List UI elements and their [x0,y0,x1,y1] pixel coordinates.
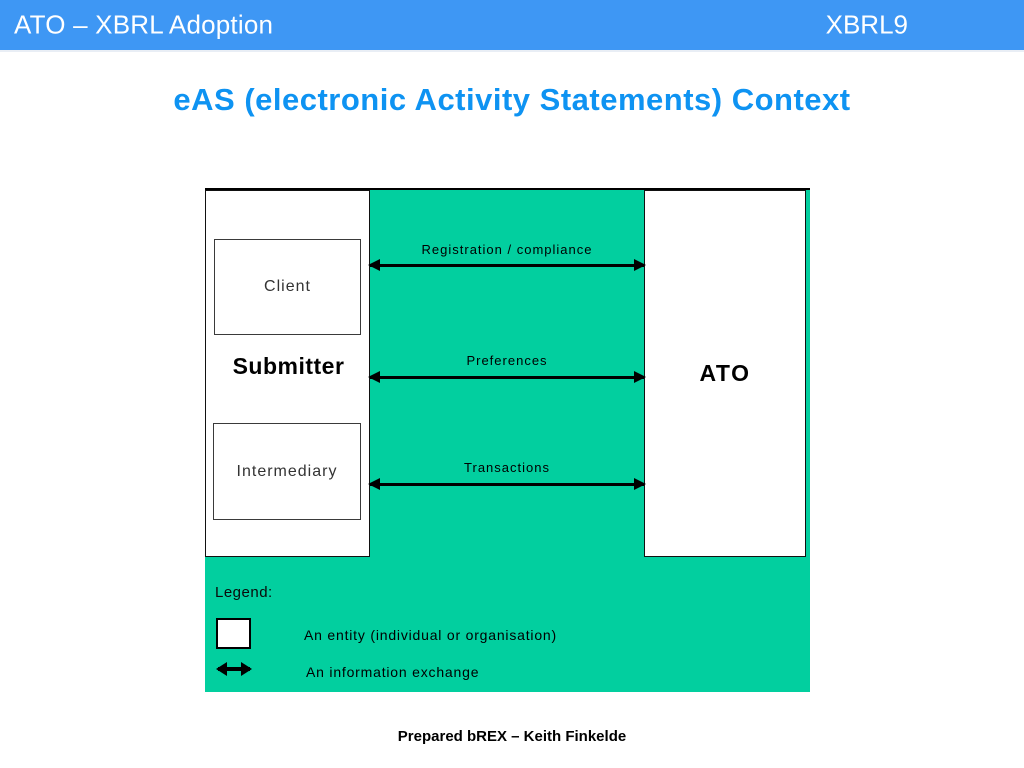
context-diagram: Client Submitter Intermediary ATO Regist… [205,188,810,692]
legend-title: Legend: [215,584,273,601]
ato-label: ATO [699,360,751,386]
submitter-panel: Client Submitter Intermediary [205,190,370,557]
arrowhead-right-icon [634,478,646,490]
arrowhead-left-icon [368,371,380,383]
exchange-label: Preferences [466,353,548,368]
exchange-arrow [368,478,646,490]
exchange-arrow [368,371,646,383]
page-title: eAS (electronic Activity Statements) Con… [173,82,851,117]
intermediary-label: Intermediary [236,462,338,480]
intermediary-box: Intermediary [213,423,361,520]
footer-credit: Prepared bREX – Keith Finkelde [397,728,627,745]
submitter-label: Submitter [232,353,345,379]
legend-entity-label: An entity (individual or organisation) [304,627,557,643]
exchange-arrow [368,259,646,271]
arrowhead-right-icon [241,662,252,676]
arrowhead-left-icon [368,478,380,490]
legend-exchange-label: An information exchange [306,664,480,680]
client-label: Client [264,278,311,295]
arrowhead-right-icon [634,259,646,271]
client-box: Client [214,239,361,335]
arrowhead-right-icon [634,371,646,383]
header-title: ATO – XBRL Adoption [14,9,274,40]
legend-entity-swatch [216,618,251,649]
exchange-label: Registration / compliance [421,242,593,257]
arrowhead-left-icon [216,662,227,676]
ato-panel: ATO [644,190,806,557]
header-code: XBRL9 [825,9,908,40]
exchange-label: Transactions [464,460,550,475]
arrowhead-left-icon [368,259,380,271]
legend-arrow-icon [216,662,252,676]
header-bar: ATO – XBRL Adoption XBRL9 [0,0,1024,52]
